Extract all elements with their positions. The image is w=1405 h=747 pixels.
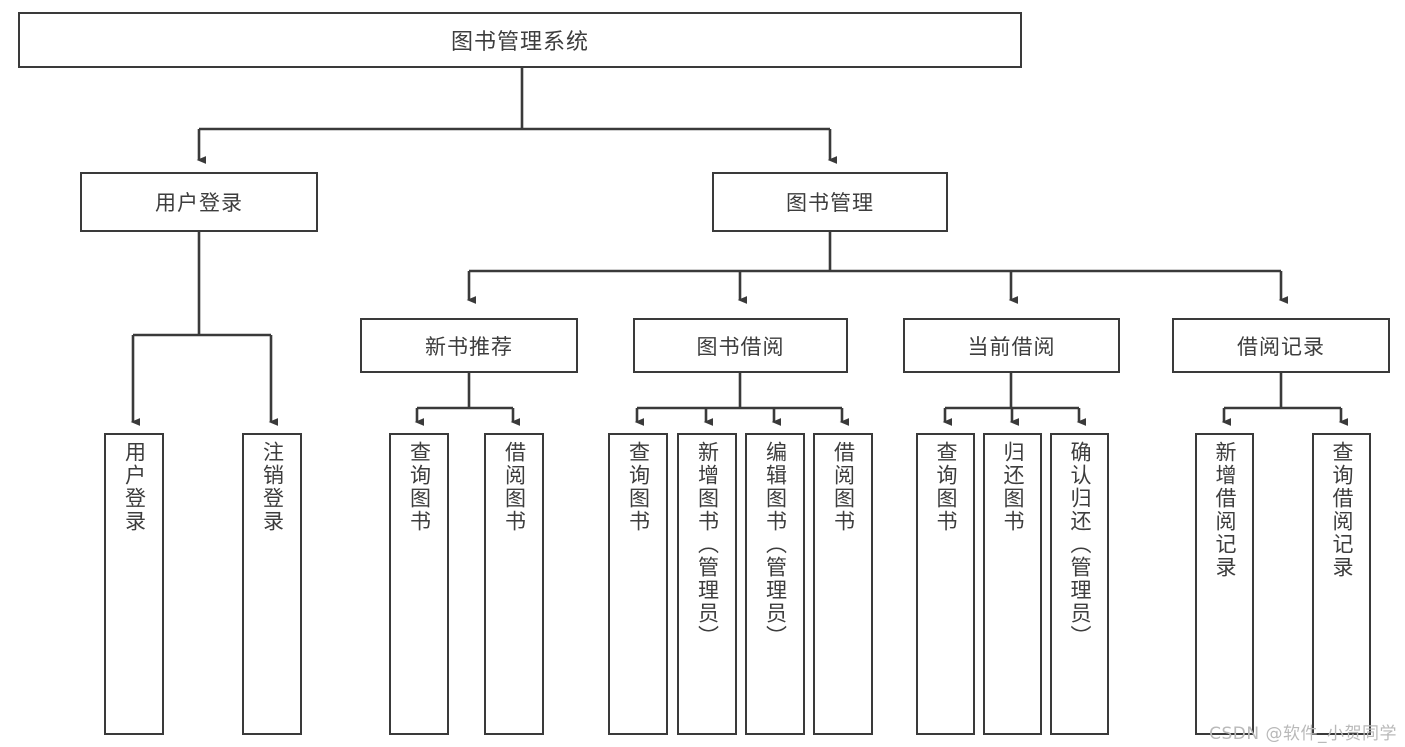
node-label: 查询图书 <box>407 441 432 533</box>
node-label: 当前借阅 <box>967 334 1056 359</box>
node-root-system[interactable]: 图书管理系统 <box>18 12 1022 68</box>
node-label: 编辑图书（管理员） <box>763 441 788 648</box>
node-label: 归还图书 <box>1001 441 1025 533</box>
node-label: 查询图书 <box>626 441 651 533</box>
node-label: 新增借阅记录 <box>1213 441 1237 579</box>
node-user-login[interactable]: 用户登录 <box>80 172 318 232</box>
leaf-borrow-add-book-admin[interactable]: 新增图书（管理员） <box>677 433 737 735</box>
node-label: 注销登录 <box>260 441 285 533</box>
node-label: 图书管理系统 <box>450 30 589 55</box>
node-book-management[interactable]: 图书管理 <box>712 172 948 232</box>
node-label: 确认归还（管理员） <box>1068 441 1092 648</box>
leaf-record-query-record[interactable]: 查询借阅记录 <box>1312 433 1371 735</box>
leaf-new-book-query[interactable]: 查询图书 <box>389 433 449 735</box>
node-label: 查询图书 <box>934 441 958 533</box>
node-label: 借阅图书 <box>831 441 856 533</box>
node-new-book-recommend[interactable]: 新书推荐 <box>360 318 578 373</box>
node-label: 查询借阅记录 <box>1330 441 1354 579</box>
node-label: 用户登录 <box>122 441 147 533</box>
node-current-borrow[interactable]: 当前借阅 <box>903 318 1120 373</box>
leaf-new-book-borrow[interactable]: 借阅图书 <box>484 433 544 735</box>
node-label: 新增图书（管理员） <box>695 441 720 648</box>
node-label: 借阅图书 <box>502 441 527 533</box>
watermark-text: CSDN @软件_小贺同学 <box>1209 724 1397 744</box>
leaf-record-add-record[interactable]: 新增借阅记录 <box>1195 433 1254 735</box>
node-borrow-record[interactable]: 借阅记录 <box>1172 318 1390 373</box>
node-label: 图书管理 <box>786 191 874 215</box>
leaf-borrow-borrow-book[interactable]: 借阅图书 <box>813 433 873 735</box>
node-label: 图书借阅 <box>696 334 785 359</box>
node-label: 新书推荐 <box>425 334 513 359</box>
node-book-borrow[interactable]: 图书借阅 <box>633 318 848 373</box>
node-label: 借阅记录 <box>1237 334 1325 359</box>
leaf-current-return-book[interactable]: 归还图书 <box>983 433 1042 735</box>
node-label: 用户登录 <box>155 191 243 215</box>
leaf-borrow-edit-book-admin[interactable]: 编辑图书（管理员） <box>745 433 805 735</box>
leaf-borrow-query-book[interactable]: 查询图书 <box>608 433 668 735</box>
leaf-user-login-login[interactable]: 用户登录 <box>104 433 164 735</box>
leaf-current-confirm-return-admin[interactable]: 确认归还（管理员） <box>1050 433 1109 735</box>
leaf-user-login-logout[interactable]: 注销登录 <box>242 433 302 735</box>
leaf-current-query-book[interactable]: 查询图书 <box>916 433 975 735</box>
